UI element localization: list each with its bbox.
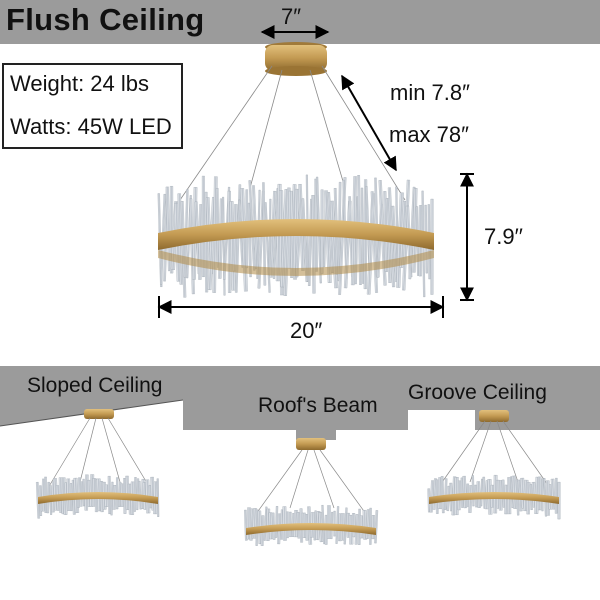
groove-ceiling-label: Groove Ceiling: [408, 381, 547, 404]
bottom-ceiling-profile: [0, 366, 600, 440]
suspension-wires: [179, 65, 406, 201]
sloped-ceiling-chandelier: [35, 409, 160, 519]
crystal-prism: [554, 477, 558, 514]
crystal-prism: [371, 515, 376, 540]
min-height-label: min 7.8″: [390, 80, 470, 105]
roofs-beam-label: Roof's Beam: [258, 394, 378, 417]
crystal-prism: [374, 510, 379, 544]
canopy-width-label: 7″: [281, 4, 302, 29]
crystal-prism: [369, 507, 372, 545]
gold-ring-band: [158, 219, 434, 250]
groove-ceiling-chandelier: [427, 410, 561, 520]
page-title: Flush Ceiling: [6, 2, 205, 37]
crystal-prism: [44, 476, 48, 513]
specs-box: [2, 63, 183, 149]
max-height-label: max 78″: [389, 122, 469, 147]
crystal-prism: [443, 478, 448, 510]
crystal-prism: [440, 476, 445, 514]
crystal-prism: [282, 506, 287, 541]
crystal-prism: [333, 510, 336, 537]
roofs-beam-chandelier: [244, 438, 379, 546]
crystal-prism: [327, 505, 331, 539]
crystal-prism: [165, 186, 172, 272]
watts-spec: Watts: 45W LED: [10, 114, 172, 139]
crystal-prism: [537, 476, 542, 511]
crystal-prism: [471, 475, 475, 507]
ring-diameter-label: 20″: [290, 318, 323, 343]
sloped-ceiling-label: Sloped Ceiling: [27, 374, 163, 397]
canopy-body: [265, 45, 327, 71]
drop-arrow: [341, 74, 397, 172]
crystal-prism: [222, 196, 226, 296]
ring-height-label: 7.9′′: [484, 224, 523, 249]
weight-spec: Weight: 24 lbs: [10, 71, 150, 96]
